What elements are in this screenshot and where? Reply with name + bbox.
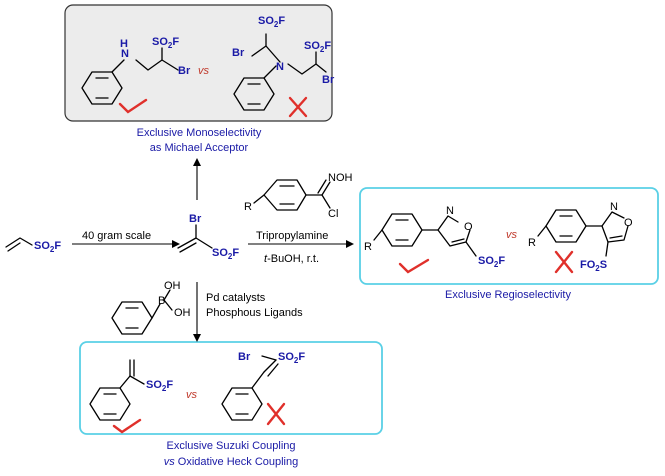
- check-mark-icon: [398, 258, 430, 274]
- mono-adduct: N H SO2F Br: [81, 36, 191, 105]
- ethenesulfonyl-fluoride: SO2F: [5, 237, 61, 254]
- h-label: H: [120, 38, 128, 50]
- hydroximoyl-chloride: R NOH Cl: [244, 172, 353, 220]
- check-mark-icon: [118, 98, 148, 114]
- right-product-box: [359, 187, 659, 285]
- top-caption-line1: Exclusive Monoselectivity: [137, 127, 262, 139]
- b-label: B: [158, 295, 165, 307]
- cross-mark-icon: [288, 96, 308, 118]
- n-label: N: [121, 48, 129, 60]
- o-label: O: [464, 221, 473, 233]
- so2f-label: SO2F: [146, 379, 173, 393]
- base-condition: Tripropylamine: [256, 230, 328, 242]
- cl-label: Cl: [328, 208, 338, 220]
- top-caption-line2: as Michael Acceptor: [150, 142, 249, 154]
- vs-label: vs: [198, 65, 210, 77]
- br-label: Br: [189, 213, 202, 225]
- ligand-condition: Phosphous Ligands: [206, 307, 303, 319]
- bottom-caption-line1: Exclusive Suzuki Coupling: [166, 440, 295, 452]
- r-label: R: [528, 237, 536, 249]
- n-label: N: [446, 205, 454, 217]
- solvent-condition: t-BuOH, r.t.: [264, 253, 319, 265]
- r-label: R: [244, 201, 252, 213]
- check-mark-icon: [112, 418, 142, 434]
- so2f-label: SO2F: [278, 351, 305, 365]
- bottom-product-box: [79, 341, 383, 435]
- so2f-label: SO2F: [258, 15, 285, 29]
- heck-product: Br SO2F: [221, 351, 305, 421]
- cross-mark-icon: [266, 402, 286, 426]
- br-label: Br: [322, 74, 335, 86]
- bromo-esf: Br SO2F: [177, 213, 239, 261]
- scale-condition: 40 gram scale: [82, 230, 151, 242]
- so2f-label: SO2F: [34, 240, 61, 254]
- so2f-label: SO2F: [212, 247, 239, 261]
- r-label: R: [364, 241, 372, 253]
- top-product-box: [64, 4, 333, 122]
- n-label: N: [610, 201, 618, 213]
- n-label: N: [276, 61, 284, 73]
- isoxazole-5-sulfonyl: R N O SO2F: [364, 205, 505, 269]
- br-label: Br: [232, 47, 245, 59]
- right-caption: Exclusive Regioselectivity: [445, 289, 571, 301]
- cross-mark-icon: [554, 250, 574, 274]
- phenylboronic-acid: B OH OH: [111, 280, 191, 335]
- so2f-label: SO2F: [304, 40, 331, 54]
- so2f-label: SO2F: [152, 36, 179, 50]
- bis-adduct: N SO2F Br SO2F Br: [232, 15, 335, 111]
- fo2s-label: FO2S: [580, 259, 607, 273]
- br-label: Br: [238, 351, 251, 363]
- br-label: Br: [178, 65, 191, 77]
- arrows: [72, 158, 354, 342]
- vs-label: vs: [506, 229, 518, 241]
- oh-label: OH: [174, 307, 191, 319]
- so2f-label: SO2F: [478, 255, 505, 269]
- vs-label: vs: [186, 389, 198, 401]
- oh-label: OH: [164, 280, 181, 292]
- bottom-caption-line2: vs Oxidative Heck Coupling: [164, 456, 299, 468]
- suzuki-product: SO2F: [89, 359, 173, 421]
- pd-condition: Pd catalysts: [206, 292, 266, 304]
- o-label: O: [624, 217, 633, 229]
- isoxazole-4-sulfonyl: R N O FO2S: [528, 201, 633, 273]
- noh-label: NOH: [328, 172, 353, 184]
